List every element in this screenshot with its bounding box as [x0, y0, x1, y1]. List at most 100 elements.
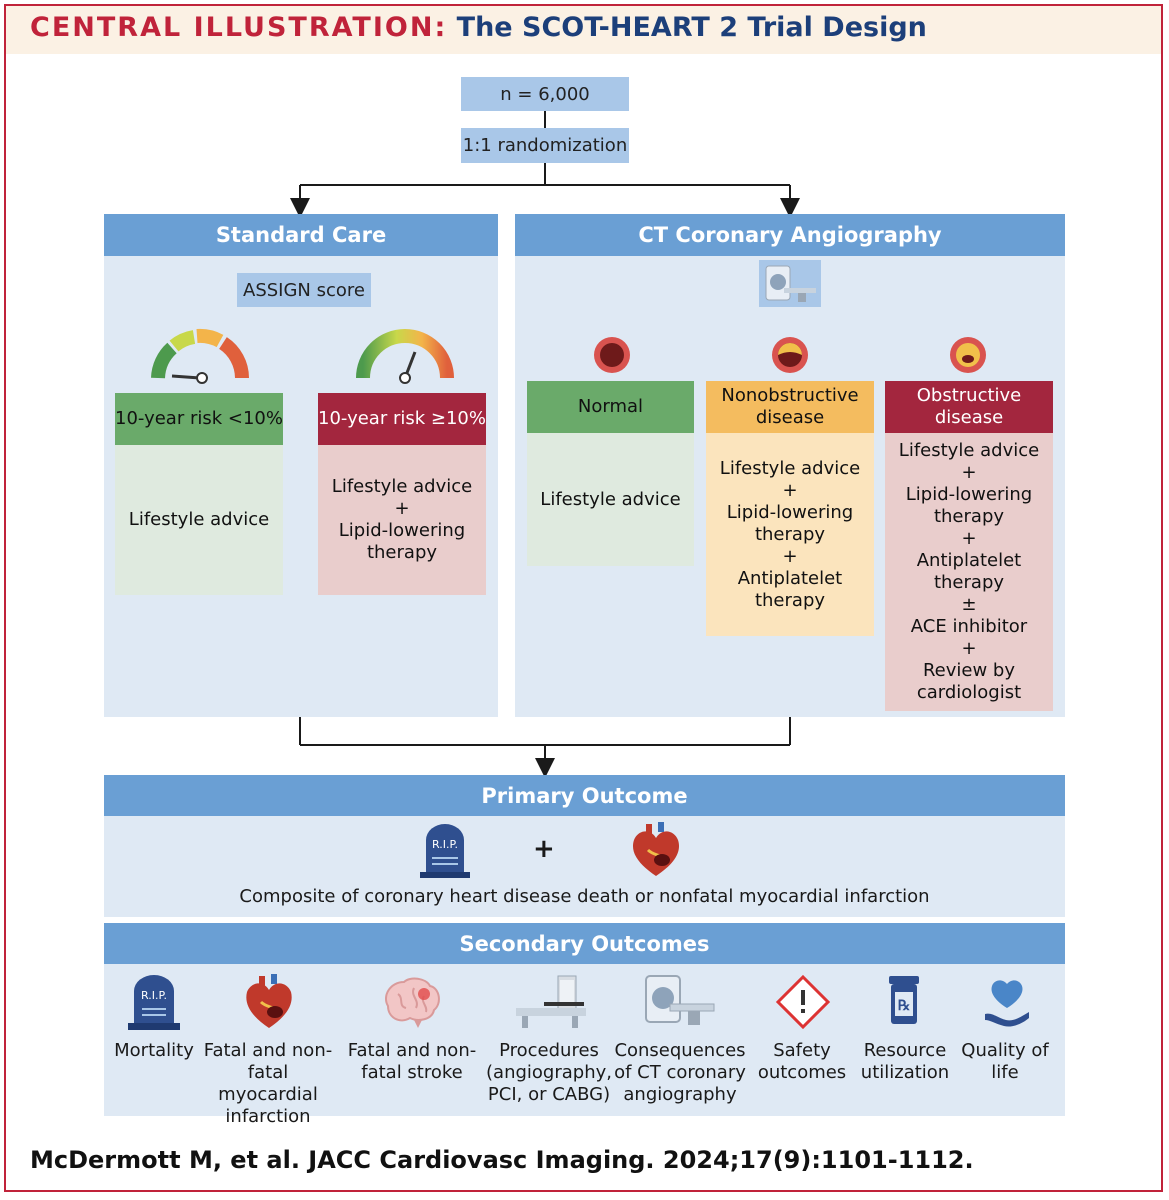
treatment-line: + — [782, 545, 798, 567]
sample-size-box: n = 6,000 — [461, 77, 629, 111]
nonobstructive-header: Nonobstructive disease — [706, 381, 874, 433]
svg-text:℞: ℞ — [898, 998, 911, 1014]
low-risk-treatment: Lifestyle advice — [115, 445, 283, 595]
high-risk-header: 10-year risk ≥10% — [318, 393, 486, 445]
treatment-line: therapy — [754, 523, 826, 545]
heart-icon — [632, 822, 680, 876]
label-line: outcomes — [757, 1062, 847, 1083]
ct-scanner-icon — [765, 265, 816, 302]
secondary-label-procedures: Procedures (angiography, PCI, or CABG) — [486, 1040, 612, 1106]
prescription-bottle-icon: ℞ — [889, 976, 919, 1024]
label-line: infarction — [225, 1106, 311, 1127]
label-line: Safety — [773, 1040, 831, 1061]
label-line: Resource — [863, 1040, 947, 1061]
treatment-line: Antiplatelet — [737, 567, 843, 589]
treatment-line: Lifestyle advice — [540, 488, 681, 510]
treatment-line: Review by — [922, 660, 1016, 681]
randomization-text: 1:1 randomization — [462, 135, 628, 156]
treatment-line: + — [961, 528, 977, 549]
header-band — [6, 6, 1161, 54]
tombstone-icon: R.I.P. — [128, 975, 180, 1030]
obstructive-artery-icon — [950, 337, 986, 373]
secondary-outcomes-header: Secondary Outcomes — [104, 923, 1065, 964]
label-line: Consequences — [614, 1040, 746, 1061]
nonobstructive-title-line: disease — [755, 407, 825, 428]
plus-sign: + — [533, 834, 555, 864]
secondary-label-resource: Resource utilization — [855, 1040, 955, 1084]
normal-artery-icon — [594, 337, 630, 373]
illustration-frame — [4, 4, 1163, 1192]
randomization-box: 1:1 randomization — [461, 128, 629, 163]
label-line: (angiography, — [486, 1062, 612, 1083]
ct-scanner-icon — [645, 975, 715, 1025]
primary-outcome-title: Primary Outcome — [481, 783, 688, 808]
normal-header: Normal — [527, 381, 694, 433]
secondary-label-safety: Safety outcomes — [752, 1040, 852, 1084]
obstructive-title-line: disease — [934, 407, 1004, 428]
label-line: Quality of — [961, 1040, 1049, 1061]
treatment-line: ACE inhibitor — [910, 616, 1028, 637]
heart-in-hand-icon — [985, 980, 1029, 1027]
treatment-line: Lifestyle advice — [898, 440, 1040, 461]
nonobstructive-artery-icon — [772, 337, 808, 373]
treatment-line: Lifestyle advice — [128, 509, 270, 530]
label-line: Fatal and non- — [203, 1040, 333, 1061]
label-line: angiography — [623, 1084, 737, 1105]
treatment-line: Lipid-lowering — [905, 484, 1033, 505]
treatment-line: + — [394, 498, 410, 519]
citation: McDermott M, et al. JACC Cardiovasc Imag… — [30, 1146, 974, 1174]
ctca-header: CT Coronary Angiography — [515, 214, 1065, 256]
label-line: Fatal and non- — [347, 1040, 477, 1061]
primary-outcome-header: Primary Outcome — [104, 775, 1065, 816]
treatment-line: therapy — [933, 572, 1005, 593]
tombstone-icon: R.I.P. — [420, 824, 470, 878]
secondary-label-stroke: Fatal and non- fatal stroke — [344, 1040, 480, 1084]
normal-title: Normal — [577, 396, 644, 417]
tombstone-label: R.I.P. — [141, 989, 167, 1002]
label-line: of CT coronary — [614, 1062, 746, 1083]
low-risk-gauge-icon — [151, 328, 249, 384]
treatment-line: Antiplatelet — [916, 550, 1022, 571]
sample-size-text: n = 6,000 — [500, 83, 590, 105]
obstructive-treatment: Lifestyle advice + Lipid-lowering therap… — [885, 433, 1053, 711]
assign-score-text: ASSIGN score — [243, 279, 365, 301]
high-risk-treatment: Lifestyle advice + Lipid-lowering therap… — [318, 445, 486, 595]
procedure-table-icon — [516, 975, 586, 1028]
nonobstructive-title-line: Nonobstructive — [721, 385, 859, 406]
warning-diamond-icon — [775, 974, 831, 1030]
ctca-title: CT Coronary Angiography — [638, 223, 942, 247]
label-line: Procedures — [499, 1040, 599, 1061]
brain-icon — [385, 977, 440, 1028]
label-line: life — [991, 1062, 1019, 1083]
treatment-line: + — [961, 462, 977, 483]
label-line: utilization — [860, 1062, 950, 1083]
high-risk-title: 10-year risk ≥10% — [318, 408, 486, 429]
primary-outcome-description: Composite of coronary heart disease deat… — [239, 886, 930, 907]
treatment-line: therapy — [366, 542, 438, 563]
standard-care-header: Standard Care — [104, 214, 498, 256]
low-risk-header: 10-year risk <10% — [115, 393, 283, 445]
obstructive-header: Obstructive disease — [885, 381, 1053, 433]
tombstone-label: R.I.P. — [432, 838, 458, 851]
treatment-line: Lipid-lowering — [338, 520, 466, 541]
treatment-line: Lifestyle advice — [719, 457, 861, 479]
obstructive-title-line: Obstructive — [916, 385, 1022, 406]
secondary-label-ct-consequences: Consequences of CT coronary angiography — [613, 1040, 747, 1106]
low-risk-title: 10-year risk <10% — [115, 408, 283, 429]
secondary-label-mortality: Mortality — [104, 1040, 204, 1062]
heart-icon — [246, 974, 292, 1028]
nonobstructive-treatment: Lifestyle advice + Lipid-lowering therap… — [706, 433, 874, 636]
standard-care-title: Standard Care — [215, 223, 387, 247]
page-title: CENTRAL ILLUSTRATION: The SCOT-HEART 2 T… — [30, 12, 927, 43]
label-line: PCI, or CABG) — [487, 1084, 611, 1105]
label-line: fatal stroke — [361, 1062, 463, 1083]
treatment-line: ± — [961, 594, 977, 615]
treatment-line: Lifestyle advice — [331, 476, 473, 497]
high-risk-gauge-icon — [356, 329, 454, 384]
secondary-label-myocardial-infarction: Fatal and non- fatal myocardial infarcti… — [200, 1040, 336, 1128]
title-text: The SCOT-HEART 2 Trial Design — [456, 12, 927, 43]
treatment-line: therapy — [933, 506, 1005, 527]
central-illustration-label: CENTRAL ILLUSTRATION: — [30, 12, 448, 43]
treatment-line: Lipid-lowering — [726, 501, 854, 523]
treatment-line: cardiologist — [916, 682, 1022, 703]
